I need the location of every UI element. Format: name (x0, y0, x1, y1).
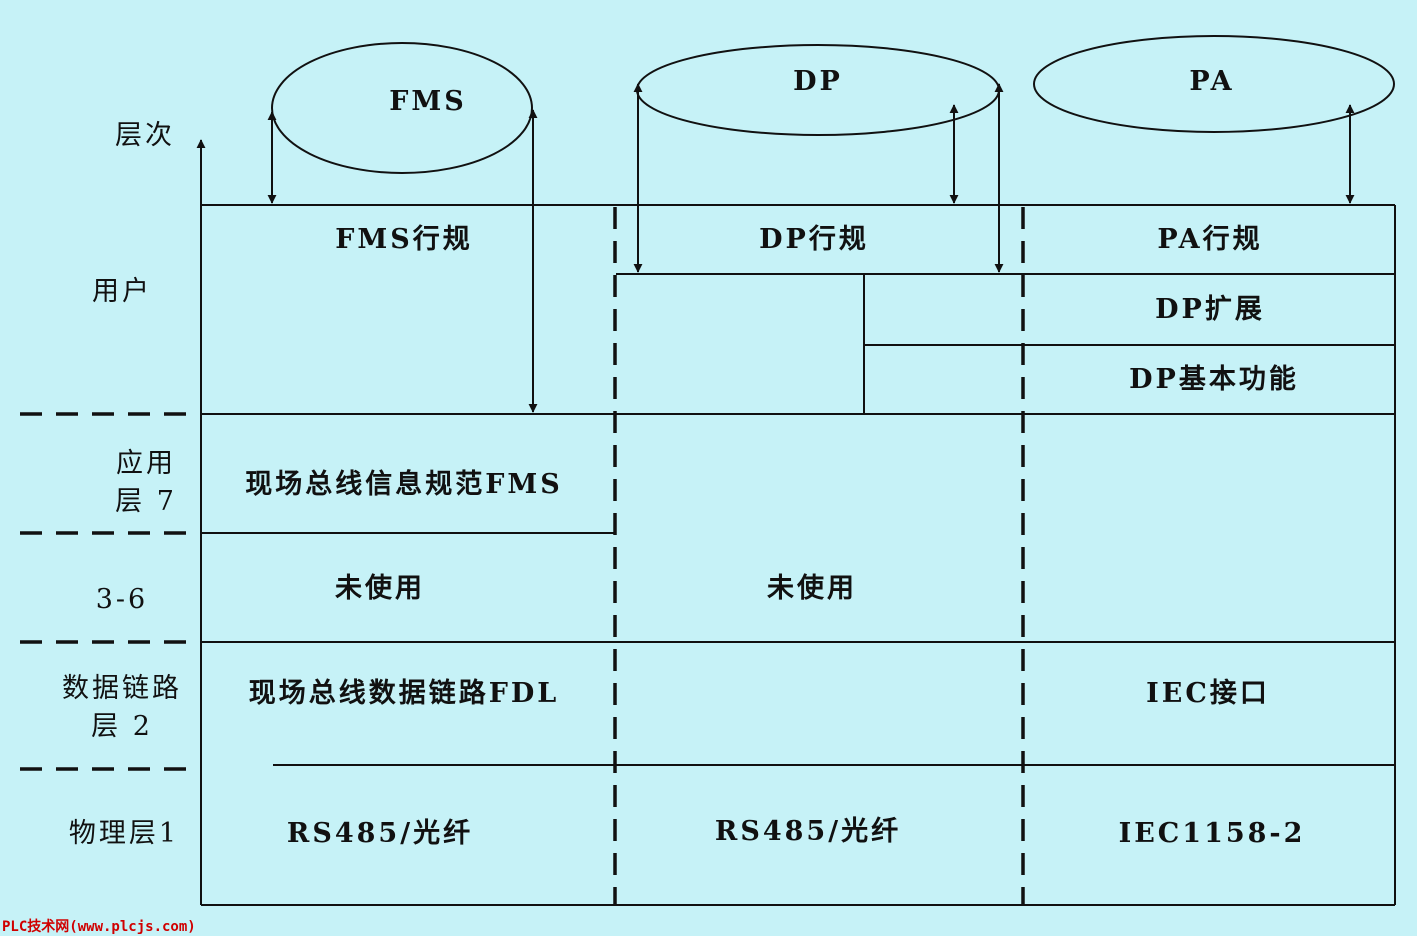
cell-dp-profile: DP行规 (759, 223, 869, 255)
cell-dp-basic: DP基本功能 (1129, 363, 1299, 395)
layer-label-data-link-line1: 数据链路 (62, 673, 182, 704)
cell-dp-extension: DP扩展 (1155, 294, 1265, 325)
cell-fms-profile: FMS行规 (335, 223, 473, 255)
layer-label-physical: 物理层1 (69, 818, 179, 849)
cell-fms-spec: 现场总线信息规范FMS (245, 468, 563, 500)
layer-label-application-line2: 层 7 (115, 486, 177, 517)
cell-fdl: 现场总线数据链路FDL (249, 677, 560, 709)
dp-ellipse-label: DP (793, 66, 843, 97)
cell-pa-profile: PA行规 (1157, 223, 1262, 255)
cell-pa-physical: IEC1158-2 (1119, 818, 1306, 849)
cell-dp-physical: RS485/光纤 (715, 816, 901, 847)
cell-dp-unused: 未使用 (767, 573, 857, 604)
cell-iec-interface: IEC接口 (1146, 678, 1270, 709)
layer-label-data-link-line2: 层 2 (91, 711, 153, 742)
watermark-text: PLC技术网(www.plcjs.com) (2, 918, 196, 935)
axis-label: 层次 (115, 120, 175, 151)
layer-label-user: 用户 (92, 276, 152, 307)
fms-ellipse-label: FMS (389, 86, 467, 117)
pa-ellipse-label: PA (1189, 66, 1234, 97)
cell-fms-unused: 未使用 (335, 573, 425, 604)
layer-label-3-6: 3-6 (96, 584, 148, 615)
cell-fms-physical: RS485/光纤 (287, 818, 473, 849)
layer-label-application-line1: 应用 (116, 448, 176, 479)
fms-ellipse (271, 42, 533, 174)
pa-ellipse (1033, 35, 1395, 133)
